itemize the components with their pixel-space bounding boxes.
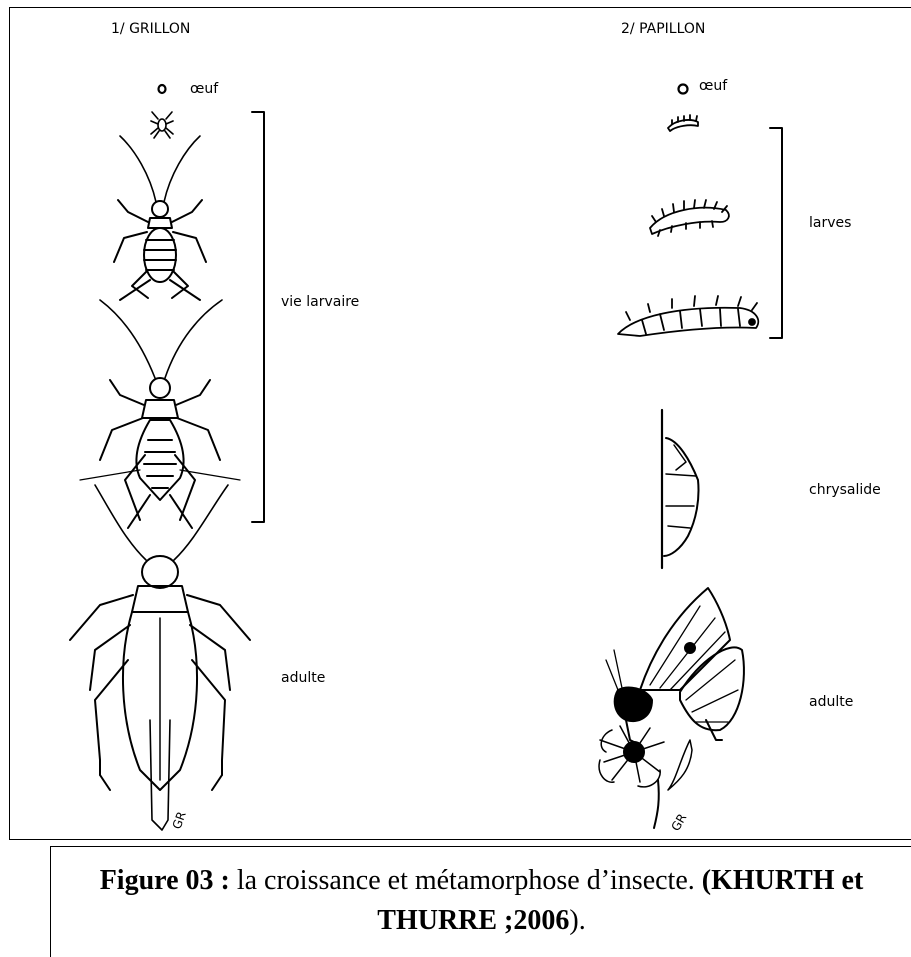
butterfly-larvae-label: larves bbox=[809, 215, 851, 231]
butterfly-title: 2/ PAPILLON bbox=[621, 21, 705, 37]
cricket-larva-small-icon bbox=[114, 136, 206, 300]
cricket-egg-icon bbox=[159, 85, 166, 93]
cricket-egg-label: œuf bbox=[190, 81, 219, 97]
butterfly-egg-label: œuf bbox=[699, 78, 728, 94]
figure-caption: Figure 03 : la croissance et métamorphos… bbox=[51, 861, 911, 941]
butterfly-adult-icon bbox=[599, 588, 744, 828]
cricket-adult-icon bbox=[70, 485, 250, 830]
butterfly-signature: GR bbox=[668, 811, 689, 833]
butterfly-adult-label: adulte bbox=[809, 694, 853, 710]
cricket-first-instar-icon bbox=[151, 112, 173, 138]
butterfly-egg-icon bbox=[679, 85, 688, 94]
caption-text: la croissance et métamorphose d’insecte. bbox=[230, 865, 702, 896]
larvae-stage-bracket bbox=[770, 128, 782, 338]
caption-citation-close: ). bbox=[569, 905, 585, 936]
caterpillar-large-icon bbox=[618, 296, 758, 336]
cricket-larval-label: vie larvaire bbox=[281, 294, 359, 310]
caption-label: Figure 03 : bbox=[100, 865, 230, 896]
larval-stage-bracket bbox=[252, 112, 264, 522]
cricket-adult-label: adulte bbox=[281, 670, 325, 686]
caption-box: Figure 03 : la croissance et métamorphos… bbox=[50, 846, 911, 957]
butterfly-pupa-label: chrysalide bbox=[809, 482, 881, 498]
caterpillar-small-icon bbox=[668, 115, 698, 131]
caterpillar-medium-icon bbox=[650, 200, 729, 236]
cricket-title: 1/ GRILLON bbox=[111, 21, 190, 37]
cricket-signature: GR bbox=[170, 810, 189, 831]
chrysalis-icon bbox=[662, 410, 699, 568]
metamorphosis-illustration: 1/ GRILLON œuf vie larvaire adulte GR 2/… bbox=[0, 0, 911, 840]
cricket-larva-large-icon bbox=[80, 300, 240, 528]
